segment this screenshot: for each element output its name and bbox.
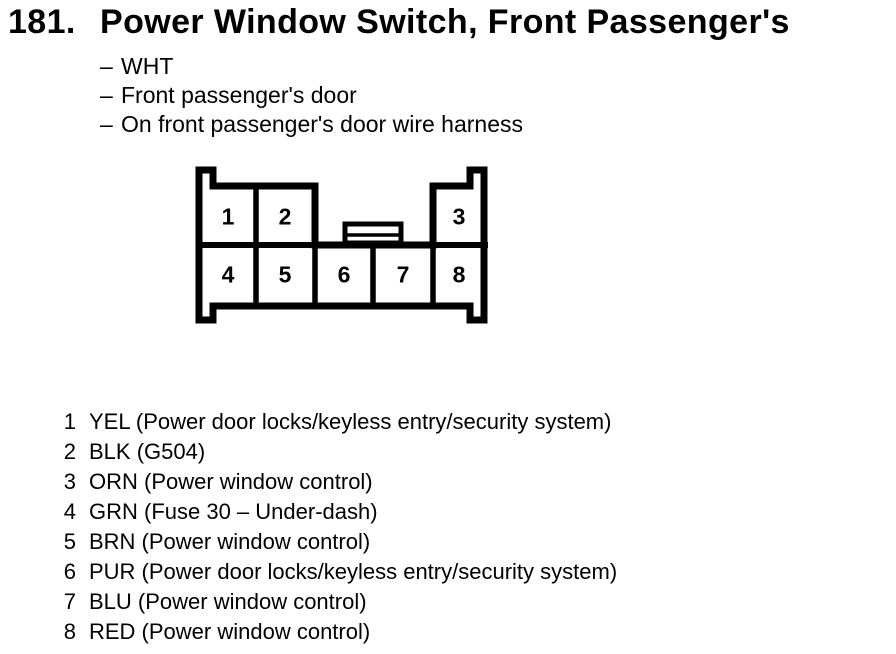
cavity-number: 5 [278,261,292,288]
pin-description: YEL (Power door locks/keyless entry/secu… [89,409,612,434]
pin-description: BLU (Power window control) [89,589,367,614]
pin-number: 6 [63,559,76,584]
page-heading: 181. Power Window Switch, Front Passenger… [8,2,790,42]
pin-description: GRN (Fuse 30 – Under-dash) [89,499,378,524]
diagram-number: 181. [8,3,76,41]
pin-row: 5 BRN (Power window control) [58,527,617,557]
detail-text: WHT [121,53,174,79]
pin-description: BRN (Power window control) [89,529,371,554]
pin-description: PUR (Power door locks/keyless entry/secu… [89,559,618,584]
connector-outline-graphic [195,166,488,324]
pin-number: 8 [63,619,76,644]
cavity-number: 8 [452,261,466,288]
connector-body-outline [195,166,488,324]
cavity-number: 1 [221,203,235,230]
detail-item: – WHT [100,52,523,81]
cavity-number: 7 [396,261,410,288]
pin-description: ORN (Power window control) [89,469,373,494]
pin-number: 7 [63,589,76,614]
pin-row: 8 RED (Power window control) [58,617,617,647]
detail-list: – WHT – Front passenger's door – On fron… [100,52,523,139]
cavity-number: 4 [221,261,235,288]
pin-legend: 1 YEL (Power door locks/keyless entry/se… [58,407,617,647]
pin-row: 2 BLK (G504) [58,437,617,467]
pin-number: 4 [63,499,76,524]
dash-bullet: – [100,111,113,137]
detail-text: On front passenger's door wire harness [121,111,523,137]
pin-description: RED (Power window control) [89,619,371,644]
cavity-number: 6 [337,261,351,288]
detail-item: – Front passenger's door [100,81,523,110]
cavity-number: 3 [452,203,466,230]
dash-bullet: – [100,53,113,79]
pin-number: 2 [63,439,76,464]
detail-item: – On front passenger's door wire harness [100,110,523,139]
page-title: Power Window Switch, Front Passenger's [100,3,790,41]
detail-text: Front passenger's door [121,82,357,108]
connector-diagram: 1 2 3 4 5 6 7 8 [193,163,493,329]
pin-number: 3 [63,469,76,494]
pin-row: 6 PUR (Power door locks/keyless entry/se… [58,557,617,587]
cavity-number: 2 [278,203,292,230]
pin-row: 7 BLU (Power window control) [58,587,617,617]
pin-number: 5 [63,529,76,554]
pin-row: 1 YEL (Power door locks/keyless entry/se… [58,407,617,437]
pin-number: 1 [63,409,76,434]
pin-row: 3 ORN (Power window control) [58,467,617,497]
dash-bullet: – [100,82,113,108]
pin-row: 4 GRN (Fuse 30 – Under-dash) [58,497,617,527]
pin-description: BLK (G504) [89,439,206,464]
